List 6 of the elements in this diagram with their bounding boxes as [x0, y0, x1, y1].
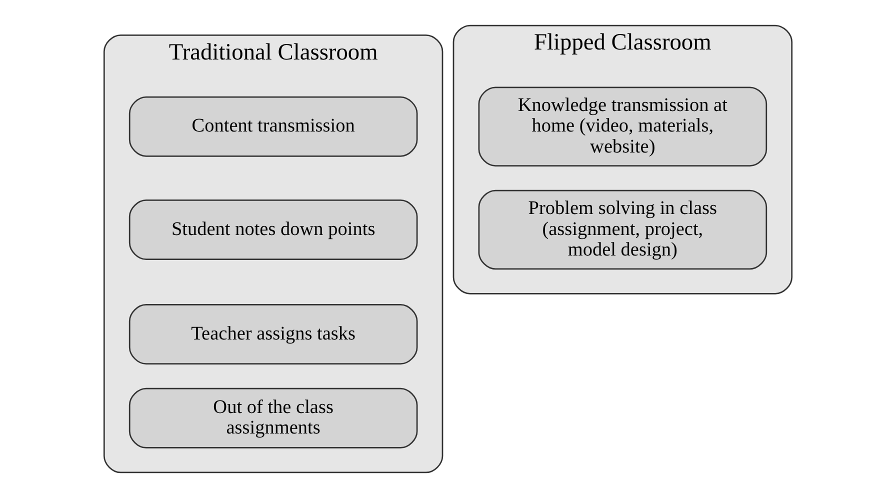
node-box: Student notes down points	[128, 198, 418, 260]
node-box: Content transmission	[128, 96, 418, 156]
node-box: Problem solving in class (assignment, project, model design)	[478, 189, 768, 270]
node-box: Knowledge transmission at home (video, materials, website)	[478, 86, 768, 166]
node-box: Out of the class assignments	[128, 387, 418, 448]
node-box: Teacher assigns tasks	[128, 304, 418, 364]
